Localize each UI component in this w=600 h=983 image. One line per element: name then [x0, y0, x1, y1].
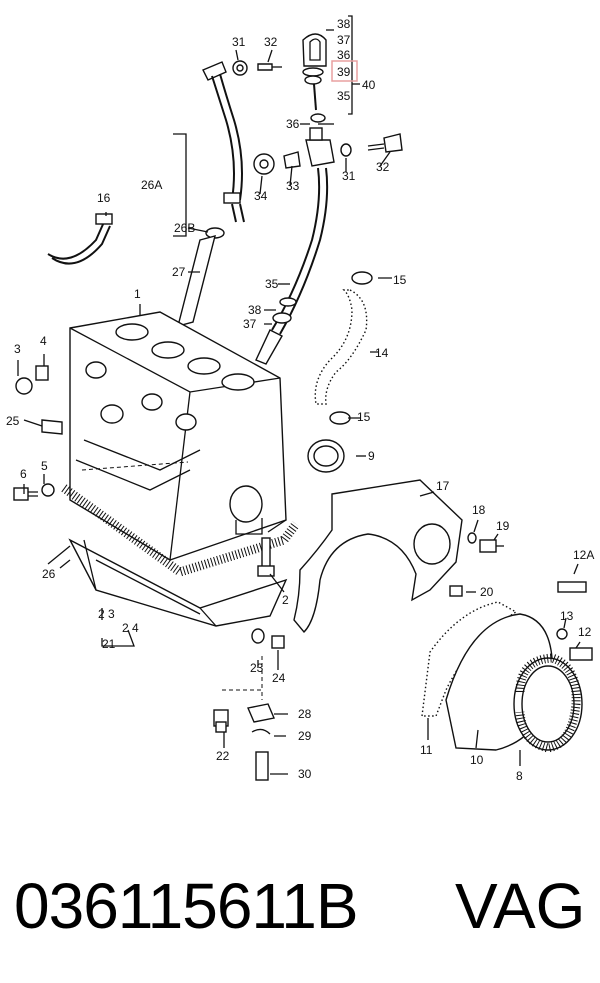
- callout-23: 23: [250, 661, 264, 675]
- hose-clamp-16: [47, 213, 113, 265]
- callout-9: 9: [368, 449, 375, 463]
- oil-pan: [61, 484, 300, 627]
- callout-5: 5: [41, 459, 48, 473]
- breather-hose: [307, 271, 373, 473]
- callout-22: 22: [216, 749, 230, 763]
- callout-31b: 31: [342, 169, 356, 183]
- part-number: 036115611B: [14, 870, 359, 942]
- callout-36b: 36: [286, 117, 300, 131]
- callout-33: 33: [286, 179, 300, 193]
- callout-27: 27: [172, 265, 186, 279]
- leader-lines: [17, 49, 581, 775]
- callout-38: 38: [337, 17, 351, 31]
- brand-name: VAG: [455, 870, 586, 942]
- callout-6: 6: [20, 467, 27, 481]
- dipstick-assembly: [255, 15, 360, 365]
- callout-20: 20: [480, 585, 494, 599]
- small-parts-left: [13, 365, 63, 501]
- callout-1: 1: [134, 287, 141, 301]
- callout-4: 4: [40, 334, 47, 348]
- callout-25: 25: [6, 414, 20, 428]
- callout-31: 31: [232, 35, 246, 49]
- callout-32: 32: [264, 35, 278, 49]
- bolts-and-washers-top: [253, 133, 403, 175]
- callout-12: 12: [578, 625, 592, 639]
- callout-labels: 31 32 38 37 36 39 40 35 36 32 31 33 34 2…: [6, 17, 594, 783]
- callout-36: 36: [337, 48, 351, 62]
- callout-38b: 38: [248, 303, 262, 317]
- callout-37b: 37: [243, 317, 257, 331]
- callout-32b: 32: [376, 160, 390, 174]
- drain-hardware: [213, 628, 285, 781]
- callout-24: 24: [272, 671, 286, 685]
- highlight-box: [331, 60, 358, 82]
- callout-23b: 2 3: [98, 607, 115, 621]
- dipstick-tube-assembly: [177, 60, 282, 327]
- callout-35: 35: [337, 89, 351, 103]
- callout-2: 2: [282, 593, 289, 607]
- callout-28: 28: [298, 707, 312, 721]
- callout-26b: 26B: [174, 221, 195, 235]
- callout-10: 10: [470, 753, 484, 767]
- callout-13: 13: [560, 609, 574, 623]
- bolt-2: [257, 537, 275, 577]
- callout-14: 14: [375, 346, 389, 360]
- callout-26a: 26A: [141, 178, 162, 192]
- callout-15b: 15: [357, 410, 371, 424]
- callout-24b: 2 4: [122, 621, 139, 635]
- callout-3: 3: [14, 342, 21, 356]
- callout-12a: 12A: [573, 548, 594, 562]
- exploded-parts-diagram: 31 32 38 37 36 39 40 35 36 32 31 33 34 2…: [6, 15, 594, 783]
- callout-40: 40: [362, 78, 376, 92]
- engine-block: [69, 311, 287, 561]
- callout-35b: 35: [265, 277, 279, 291]
- callout-15a: 15: [393, 273, 407, 287]
- callout-16: 16: [97, 191, 111, 205]
- rear-seal-flange: [421, 581, 593, 753]
- callout-37: 37: [337, 33, 351, 47]
- callout-19: 19: [496, 519, 510, 533]
- callout-21: 21: [102, 637, 116, 651]
- callout-39: 39: [337, 65, 351, 79]
- callout-8: 8: [516, 769, 523, 783]
- callout-30: 30: [298, 767, 312, 781]
- callout-18: 18: [472, 503, 486, 517]
- callout-17: 17: [436, 479, 450, 493]
- intermediate-plate: [293, 479, 504, 634]
- callout-26: 26: [42, 567, 56, 581]
- callout-34: 34: [254, 189, 268, 203]
- callout-11: 11: [420, 743, 433, 757]
- callout-29: 29: [298, 729, 312, 743]
